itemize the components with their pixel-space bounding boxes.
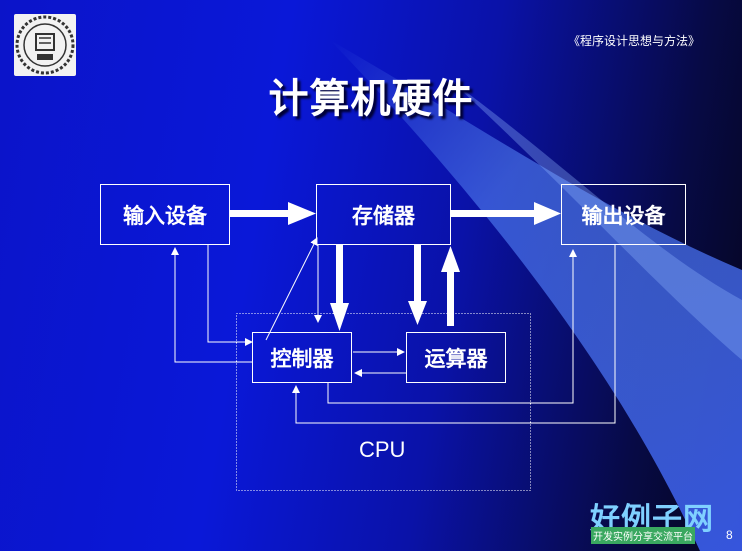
input-device-box: 输入设备	[100, 184, 230, 245]
alu-box: 运算器	[406, 332, 506, 383]
control-line-controller-to-input	[171, 247, 252, 363]
control-line-controller-to-output	[327, 249, 577, 404]
book-title: 《程序设计思想与方法》	[568, 34, 701, 48]
control-line-controller-to-memory	[265, 237, 318, 341]
thick-arrow-memory-to-alu	[408, 245, 427, 325]
slide-title: 计算机硬件	[268, 76, 474, 122]
memory-box: 存储器	[316, 184, 451, 245]
control-line-input-to-controller	[207, 245, 253, 346]
light-beam-highlight	[450, 80, 742, 360]
thick-arrow-input-to-memory	[230, 202, 316, 225]
seal-icon	[15, 15, 75, 75]
thick-arrow-alu-to-memory	[441, 246, 460, 326]
output-device-box: 输出设备	[561, 184, 686, 245]
university-logo	[14, 14, 76, 76]
light-beam	[330, 40, 742, 551]
page-number: 8	[726, 528, 733, 542]
cpu-boundary	[236, 313, 531, 491]
controller-box: 控制器	[252, 332, 352, 383]
watermark-sub: 开发实例分享交流平台	[591, 527, 695, 544]
cpu-label: CPU	[359, 437, 406, 462]
control-line-output-to-controller	[292, 245, 616, 424]
thick-arrow-memory-to-output	[451, 202, 561, 225]
thick-arrow-memory-to-controller	[330, 245, 349, 331]
